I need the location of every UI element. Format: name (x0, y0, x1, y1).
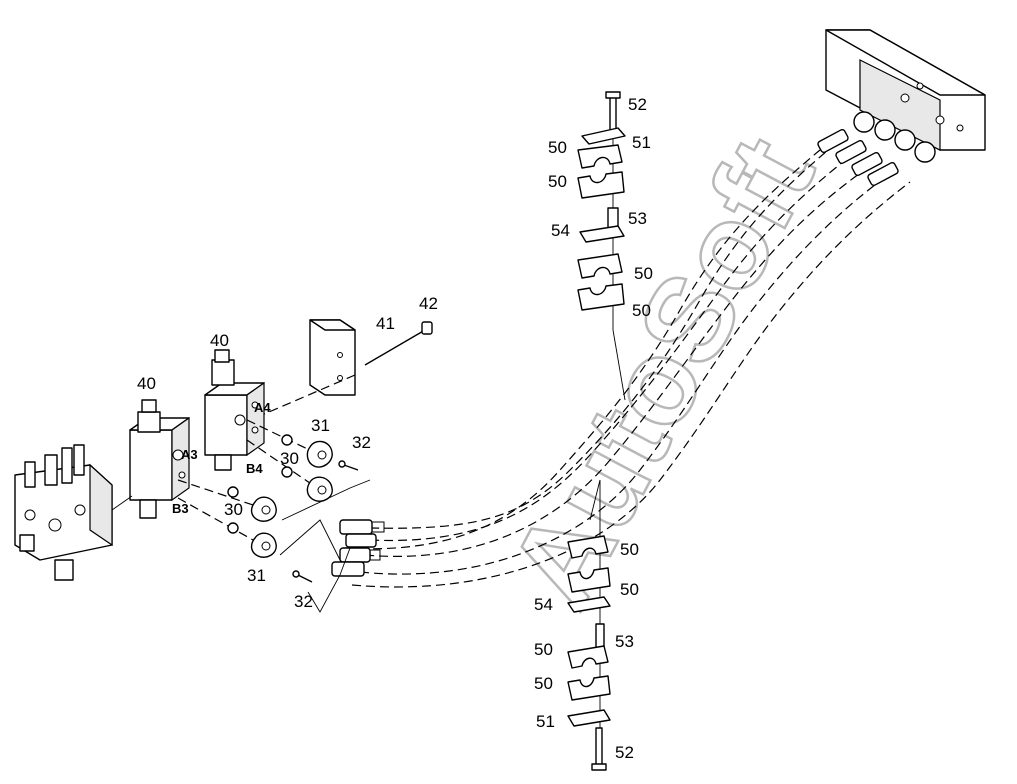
callout-51-top: 51 (632, 133, 651, 152)
bracket-block (309, 319, 433, 396)
callout-labels: 52 51 50 50 53 54 50 50 42 41 40 40 31 3… (137, 95, 653, 762)
leader-top-clamp (612, 329, 626, 401)
callout-50-b: 50 (548, 172, 567, 191)
port-label-a3: A3 (181, 447, 198, 462)
callout-51-bottom: 51 (536, 712, 555, 731)
leader-bottom-clamp (589, 479, 601, 521)
hose-fittings-upper (817, 129, 899, 186)
callout-50-d: 50 (632, 301, 651, 320)
leader-flange-a (281, 479, 371, 521)
manifold-block (825, 29, 986, 163)
callout-32-lower: 32 (294, 592, 313, 611)
callout-50-h: 50 (534, 674, 553, 693)
callout-42: 42 (419, 294, 438, 313)
callout-52-bottom: 52 (615, 743, 634, 762)
leader-flange-b (279, 519, 341, 561)
callout-54-bottom: 54 (534, 595, 553, 614)
callout-54-top: 54 (551, 221, 570, 240)
flange-set-upper (246, 419, 359, 502)
port-labels: A4 A3 B4 B3 (172, 400, 271, 516)
callout-50-c: 50 (634, 264, 653, 283)
port-label-b4: B4 (246, 461, 263, 476)
hose-fittings-lower (331, 519, 385, 577)
callout-31-upper: 31 (311, 416, 330, 435)
callout-53-top: 53 (628, 209, 647, 228)
port-label-b3: B3 (172, 501, 189, 516)
valve-left (129, 399, 190, 519)
watermark-text: AutoSoft (484, 117, 840, 627)
callout-52-top: 52 (628, 95, 647, 114)
callout-40-right: 40 (210, 331, 229, 350)
callout-50-e: 50 (620, 540, 639, 559)
clamp-stack-bottom (567, 480, 611, 771)
hose-lines (344, 139, 911, 588)
leader-block-valve (111, 495, 133, 511)
control-valve-block (14, 444, 113, 581)
callout-30-upper: 30 (280, 449, 299, 468)
clamp-stack-top (577, 91, 626, 330)
callout-41: 41 (376, 314, 395, 333)
dash-bracket (261, 374, 356, 416)
callout-50-f: 50 (620, 580, 639, 599)
callout-30-lower: 30 (224, 500, 243, 519)
valve-right (204, 349, 265, 471)
flange-set-lower (177, 479, 313, 583)
port-label-a4: A4 (254, 400, 271, 415)
leader-flange-c (307, 547, 351, 613)
callout-31-lower: 31 (247, 566, 266, 585)
callout-40-left: 40 (137, 374, 156, 393)
callout-32-upper: 32 (352, 433, 371, 452)
callout-53-bottom: 53 (615, 632, 634, 651)
callout-50-g: 50 (534, 640, 553, 659)
callout-50-a: 50 (548, 138, 567, 157)
